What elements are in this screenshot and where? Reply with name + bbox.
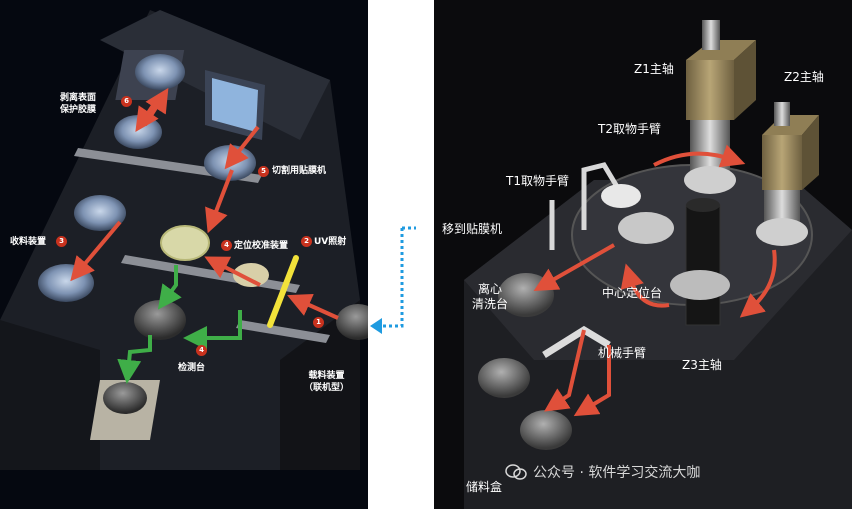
label-peel: 剥离表面 保护胶膜 — [60, 92, 96, 116]
wafer-1 — [114, 115, 162, 149]
badge-5: 5 — [258, 166, 269, 177]
badge-4b: 4 — [196, 345, 207, 356]
z1-spindle-body — [686, 60, 734, 120]
z3-spindle-body — [686, 205, 720, 325]
wechat-icon — [505, 464, 527, 480]
connector-arrow — [368, 0, 434, 509]
label-to-film: 移到贴膜机 — [442, 222, 502, 237]
label-t2: T2取物手臂 — [598, 122, 661, 137]
label-cassette: 储料盒 — [466, 480, 502, 495]
label-z2: Z2主轴 — [784, 70, 824, 85]
cassette-2 — [520, 410, 572, 450]
cassette-1 — [478, 358, 530, 398]
badge-6: 6 — [121, 96, 132, 107]
left-machine-illustration — [0, 0, 368, 509]
watermark: 公众号 · 软件学习交流大咖 — [505, 462, 700, 482]
label-cut: 切割用贴膜机 — [272, 165, 326, 177]
badge-2: 2 — [301, 236, 312, 247]
label-t1: T1取物手臂 — [506, 174, 569, 189]
right-panel-cleaning-system: Z1主轴 Z2主轴 T2取物手臂 T1取物手臂 移到贴膜机 离心 清洗台 中心定… — [434, 0, 852, 509]
wafer-peel — [135, 54, 185, 90]
label-center: 中心定位台 — [602, 286, 662, 301]
label-arm: 机械手臂 — [598, 346, 646, 361]
label-z1: Z1主轴 — [634, 62, 674, 77]
label-load: 载料装置 （联机型） — [304, 370, 349, 394]
badge-1: 1 — [313, 317, 324, 328]
label-inspect: 检测台 — [178, 362, 205, 374]
z2-spindle-body — [762, 135, 802, 190]
label-collect: 收料装置 — [10, 236, 46, 248]
watermark-text: 公众号 · 软件学习交流大咖 — [533, 462, 700, 482]
label-spin: 离心 清洗台 — [472, 282, 508, 312]
badge-3: 3 — [56, 236, 67, 247]
wafer-align — [161, 226, 209, 260]
left-panel-cutting-system: 6 5 3 4 2 4 1 剥离表面 保护胶膜 切割用贴膜机 收料装置 定位校准… — [0, 0, 368, 509]
wafer-collect — [38, 264, 94, 302]
label-z3: Z3主轴 — [682, 358, 722, 373]
badge-4: 4 — [221, 240, 232, 251]
label-uv: UV照射 — [314, 236, 346, 248]
inspect-stage — [134, 300, 186, 340]
center-stage — [618, 212, 674, 244]
label-align: 定位校准装置 — [234, 240, 288, 252]
